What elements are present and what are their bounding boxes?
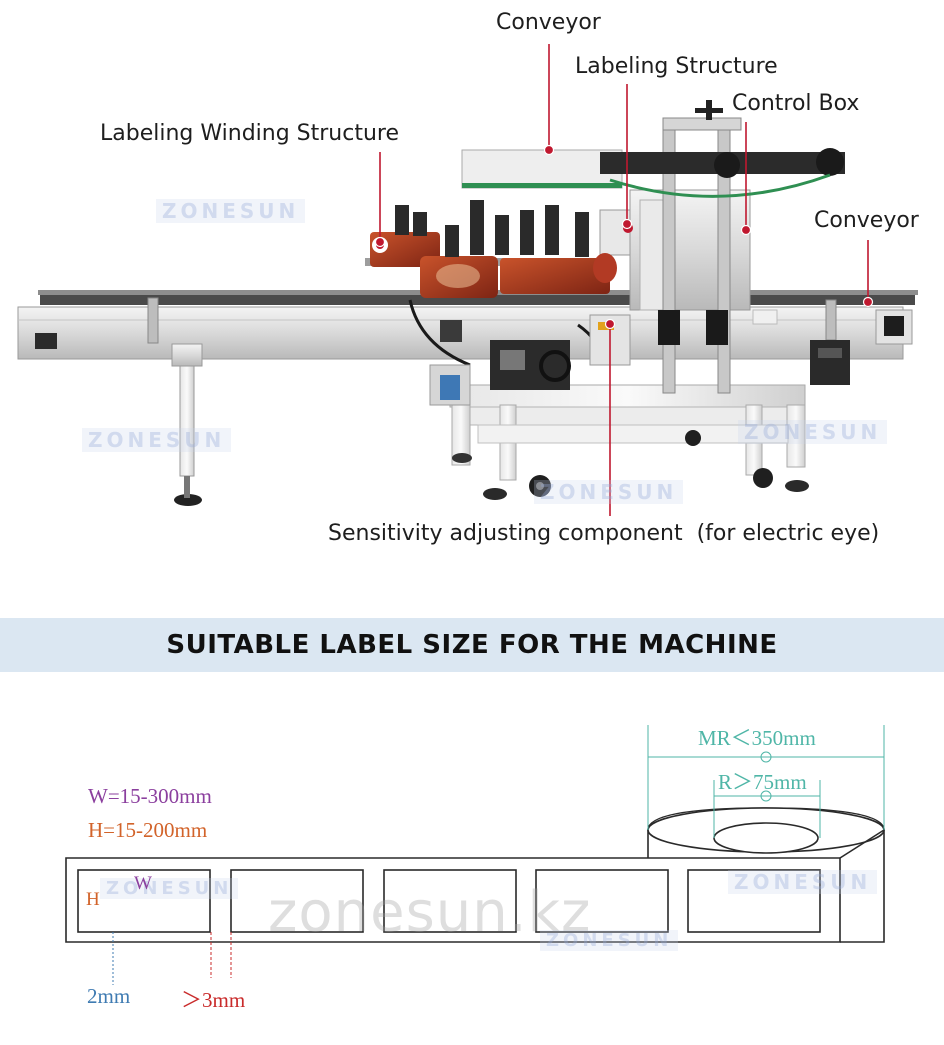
brand-watermark: ZONESUN: [728, 870, 878, 894]
lower-mechanics: [429, 314, 850, 406]
callout-leader-lines: [374, 44, 874, 516]
label-blank: [383, 869, 517, 933]
section-banner: [0, 618, 944, 672]
section-title: SUITABLE LABEL SIZE FOR THE MACHINE: [166, 630, 778, 660]
callout-conveyor-top: Conveyor: [496, 10, 601, 35]
height-range: H=15-200mm: [88, 818, 208, 842]
site-watermark: zonesun.kz: [268, 880, 592, 945]
label-blank: [687, 869, 821, 933]
edge-margin: 2mm: [87, 984, 131, 1008]
callout-dot: [740, 224, 752, 236]
machine-base: [449, 384, 809, 500]
callout-conveyor-right: Conveyor: [814, 208, 919, 233]
core-diameter-dimension: [713, 780, 821, 838]
labeling-head: [461, 100, 845, 394]
gap-marker: [210, 932, 232, 978]
callout-dot: [862, 296, 874, 308]
label-size-diagram: [65, 725, 885, 985]
brand-watermark: ZONESUN: [534, 480, 684, 504]
callout-dot: [374, 236, 386, 248]
roll-outer-diameter: MR＜350mm: [698, 726, 816, 750]
label-blank: [535, 869, 669, 933]
callout-labeling-structure: Labeling Structure: [575, 54, 778, 79]
callout-dot: [604, 318, 616, 330]
brand-watermark: ZONESUN: [100, 878, 239, 899]
brand-watermark: ZONESUN: [82, 428, 232, 452]
w-mark: W: [134, 873, 152, 894]
outer-diameter-dimension: [647, 725, 885, 830]
callout-sensitivity-component: Sensitivity adjusting component (for ele…: [328, 521, 880, 546]
roll-core-diameter: R＞75mm: [718, 770, 807, 794]
callout-control-box: Control Box: [732, 91, 860, 116]
h-mark: H: [86, 889, 100, 910]
callout-dot: [621, 218, 633, 230]
width-range: W=15-300mm: [88, 784, 212, 808]
conveyor-support-leg: [171, 343, 203, 506]
brand-watermark: ZONESUN: [156, 199, 306, 223]
label-gap: ＞3mm: [181, 988, 246, 1012]
callout-dot: [543, 144, 555, 156]
callout-labeling-winding-structure: Labeling Winding Structure: [100, 121, 400, 146]
brand-watermark: ZONESUN: [540, 930, 679, 951]
label-blank: [230, 869, 364, 933]
brand-watermark: ZONESUN: [738, 420, 888, 444]
label-blank: [77, 869, 211, 933]
machine-illustration: [17, 100, 918, 506]
